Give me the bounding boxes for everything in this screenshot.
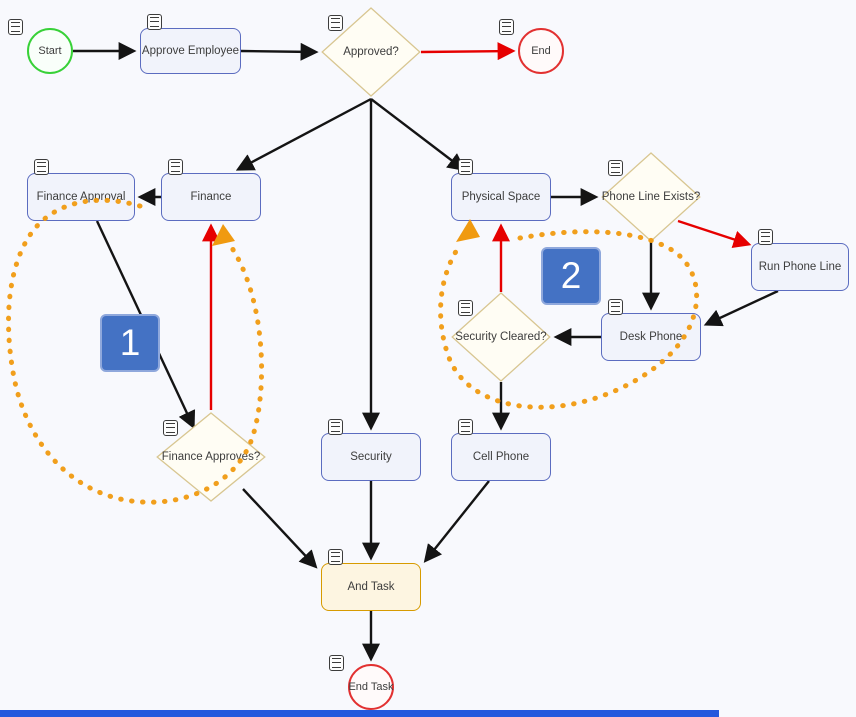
loop-annotation-1-arrow (212, 224, 235, 246)
menu-icon[interactable] (458, 159, 473, 175)
node-physical-space[interactable]: Physical Space (451, 159, 551, 221)
menu-icon[interactable] (758, 229, 773, 245)
node-finance-approves[interactable]: Finance Approves? (156, 412, 266, 502)
menu-icon[interactable] (328, 15, 343, 31)
node-label: Run Phone Line (758, 261, 842, 273)
menu-icon[interactable] (34, 159, 49, 175)
menu-icon[interactable] (8, 19, 23, 35)
node-and-task[interactable]: And Task (321, 549, 421, 611)
loop-badge-1[interactable]: 1 (100, 314, 160, 372)
node-label: Finance Approval (36, 191, 126, 203)
node-finance-approval[interactable]: Finance Approval (27, 159, 135, 221)
loop-badge-2[interactable]: 2 (541, 247, 601, 305)
edge-approved-end (420, 42, 516, 61)
node-security[interactable]: Security (321, 419, 421, 481)
bottom-bar (0, 710, 719, 717)
node-phone-line-exists[interactable]: Phone Line Exists? (601, 152, 701, 242)
node-approve-employee[interactable]: Approve Employee (140, 14, 241, 74)
node-label: And Task (347, 581, 395, 593)
edge-approved-finance (235, 97, 372, 171)
menu-icon[interactable] (328, 419, 343, 435)
node-label: End (531, 45, 551, 57)
edge-approve-employee-approved (240, 42, 319, 61)
node-label: Phone Line Exists? (601, 191, 701, 203)
node-label: Security Cleared? (455, 331, 547, 343)
node-label: Physical Space (461, 191, 541, 203)
node-label: Finance Approves? (161, 451, 261, 463)
menu-icon[interactable] (458, 300, 473, 316)
node-label: Security (350, 451, 392, 463)
badge-number: 1 (119, 322, 141, 363)
menu-icon[interactable] (163, 420, 178, 436)
menu-icon[interactable] (499, 19, 514, 35)
menu-icon[interactable] (608, 299, 623, 315)
node-finance[interactable]: Finance (161, 159, 261, 221)
diamond-shape (321, 7, 421, 97)
menu-icon[interactable] (329, 655, 344, 671)
edge-run-phone-line-desk-phone (703, 289, 779, 327)
node-approved[interactable]: Approved? (321, 7, 421, 97)
node-security-cleared[interactable]: Security Cleared? (451, 292, 551, 382)
node-desk-phone[interactable]: Desk Phone (601, 299, 701, 361)
node-label: Cell Phone (472, 451, 530, 463)
loop-annotation-2-arrow (456, 219, 480, 242)
node-run-phone-line[interactable]: Run Phone Line (751, 229, 849, 291)
node-label: End Task (348, 681, 394, 693)
menu-icon[interactable] (168, 159, 183, 175)
node-end[interactable]: End (499, 19, 564, 74)
edge-cell-phone-and-task (423, 480, 490, 563)
node-label: Start (38, 45, 62, 57)
menu-icon[interactable] (147, 14, 162, 30)
menu-icon[interactable] (458, 419, 473, 435)
edge-approved-physical-space (370, 98, 466, 172)
node-start[interactable]: Start (8, 19, 73, 74)
node-end-task[interactable]: End Task (329, 655, 394, 710)
node-label: Finance (190, 191, 232, 203)
node-label: Approved? (343, 46, 399, 58)
node-label: Approve Employee (141, 45, 240, 57)
badge-number: 2 (560, 255, 582, 296)
node-cell-phone[interactable]: Cell Phone (451, 419, 551, 481)
menu-icon[interactable] (608, 160, 623, 176)
menu-icon[interactable] (328, 549, 343, 565)
node-label: Desk Phone (619, 331, 683, 343)
